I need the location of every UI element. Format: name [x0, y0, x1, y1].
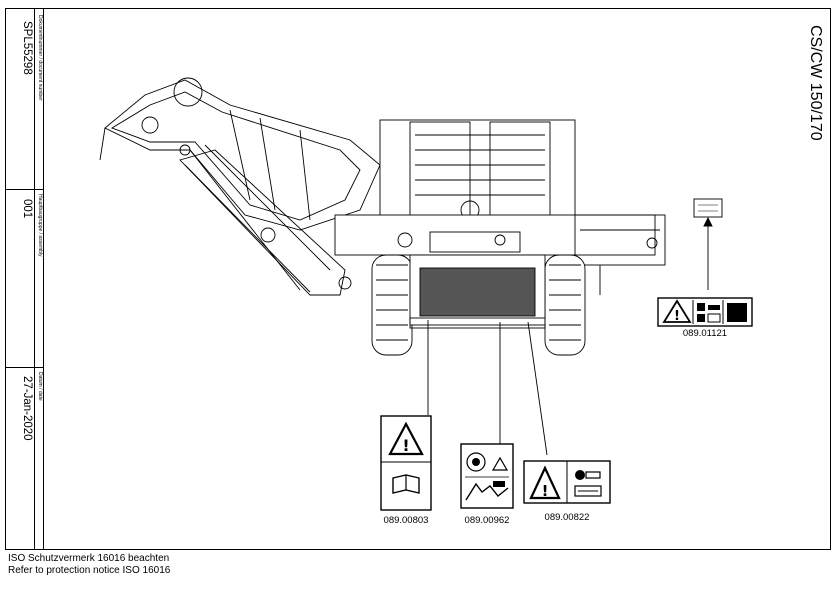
title-block-divider	[34, 9, 35, 549]
footer-note: ISO Schutzvermerk 16016 beachten Refer t…	[8, 553, 170, 577]
part-number: 089.00822	[545, 512, 590, 523]
title-block-row-divider	[6, 189, 43, 190]
part-number: 089.01121	[683, 328, 727, 339]
safety-label-089-00822: !	[523, 460, 611, 504]
machine-outline	[99, 77, 666, 356]
svg-text:!: !	[402, 436, 409, 455]
protection-notice-en: Refer to protection notice ISO 16016	[8, 565, 171, 576]
svg-text:!: !	[674, 309, 680, 324]
title-block: Dokumentnummer / document number SPL5529…	[6, 9, 44, 549]
svg-text:!: !	[542, 482, 549, 500]
title-block-row-divider	[6, 367, 43, 368]
part-number: 089.00803	[384, 515, 429, 526]
protection-notice-de: ISO Schutzvermerk 16016 beachten	[8, 553, 170, 564]
drawing-sheet: Dokumentnummer / document number SPL5529…	[5, 8, 831, 550]
part-number: 089.00962	[465, 515, 510, 526]
safety-label-089-01121: !	[657, 297, 753, 327]
label-position-marker	[693, 198, 723, 218]
leader-lines	[427, 216, 713, 456]
safety-label-089-00803: !	[380, 415, 432, 511]
safety-label-089-00962	[460, 443, 514, 509]
